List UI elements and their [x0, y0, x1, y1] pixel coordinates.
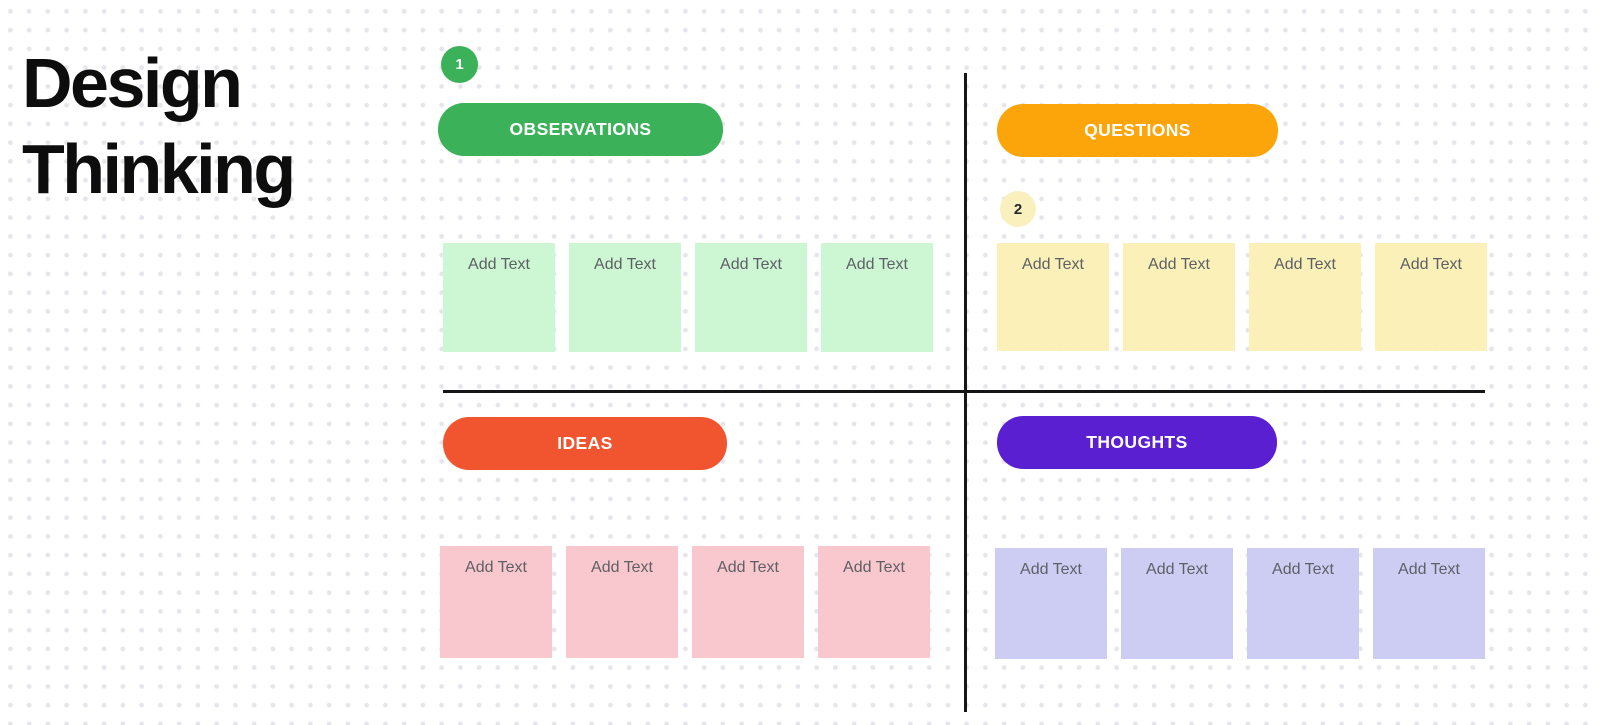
observations-sticky-note[interactable]: Add Text: [569, 243, 681, 352]
ideas-sticky-note[interactable]: Add Text: [692, 546, 804, 658]
observations-sticky-note[interactable]: Add Text: [695, 243, 807, 352]
observations-sticky-note[interactable]: Add Text: [821, 243, 933, 352]
observations-notes-row: Add Text Add Text Add Text Add Text: [443, 243, 933, 352]
ideas-sticky-note[interactable]: Add Text: [818, 546, 930, 658]
thoughts-header-pill[interactable]: THOUGHTS: [997, 416, 1277, 469]
questions-sticky-note[interactable]: Add Text: [1375, 243, 1487, 351]
ideas-header-pill[interactable]: IDEAS: [443, 417, 727, 470]
thoughts-sticky-note[interactable]: Add Text: [1373, 548, 1485, 659]
page-title: Design Thinking: [22, 40, 296, 212]
ideas-sticky-note[interactable]: Add Text: [440, 546, 552, 658]
ideas-notes-row: Add Text Add Text Add Text Add Text: [440, 546, 930, 658]
horizontal-divider-line: [443, 390, 1485, 393]
thoughts-sticky-note[interactable]: Add Text: [995, 548, 1107, 659]
page-title-line-1: Design: [22, 44, 243, 122]
thoughts-notes-row: Add Text Add Text Add Text Add Text: [995, 548, 1485, 659]
step-badge-1[interactable]: 1: [441, 46, 478, 83]
observations-sticky-note[interactable]: Add Text: [443, 243, 555, 352]
questions-sticky-note[interactable]: Add Text: [997, 243, 1109, 351]
questions-notes-row: Add Text Add Text Add Text Add Text: [997, 243, 1487, 351]
observations-header-pill[interactable]: OBSERVATIONS: [438, 103, 723, 156]
ideas-sticky-note[interactable]: Add Text: [566, 546, 678, 658]
questions-header-pill[interactable]: QUESTIONS: [997, 104, 1278, 157]
questions-sticky-note[interactable]: Add Text: [1249, 243, 1361, 351]
thoughts-sticky-note[interactable]: Add Text: [1247, 548, 1359, 659]
questions-sticky-note[interactable]: Add Text: [1123, 243, 1235, 351]
step-badge-2[interactable]: 2: [1000, 191, 1036, 227]
page-title-line-2: Thinking: [22, 130, 296, 208]
thoughts-sticky-note[interactable]: Add Text: [1121, 548, 1233, 659]
